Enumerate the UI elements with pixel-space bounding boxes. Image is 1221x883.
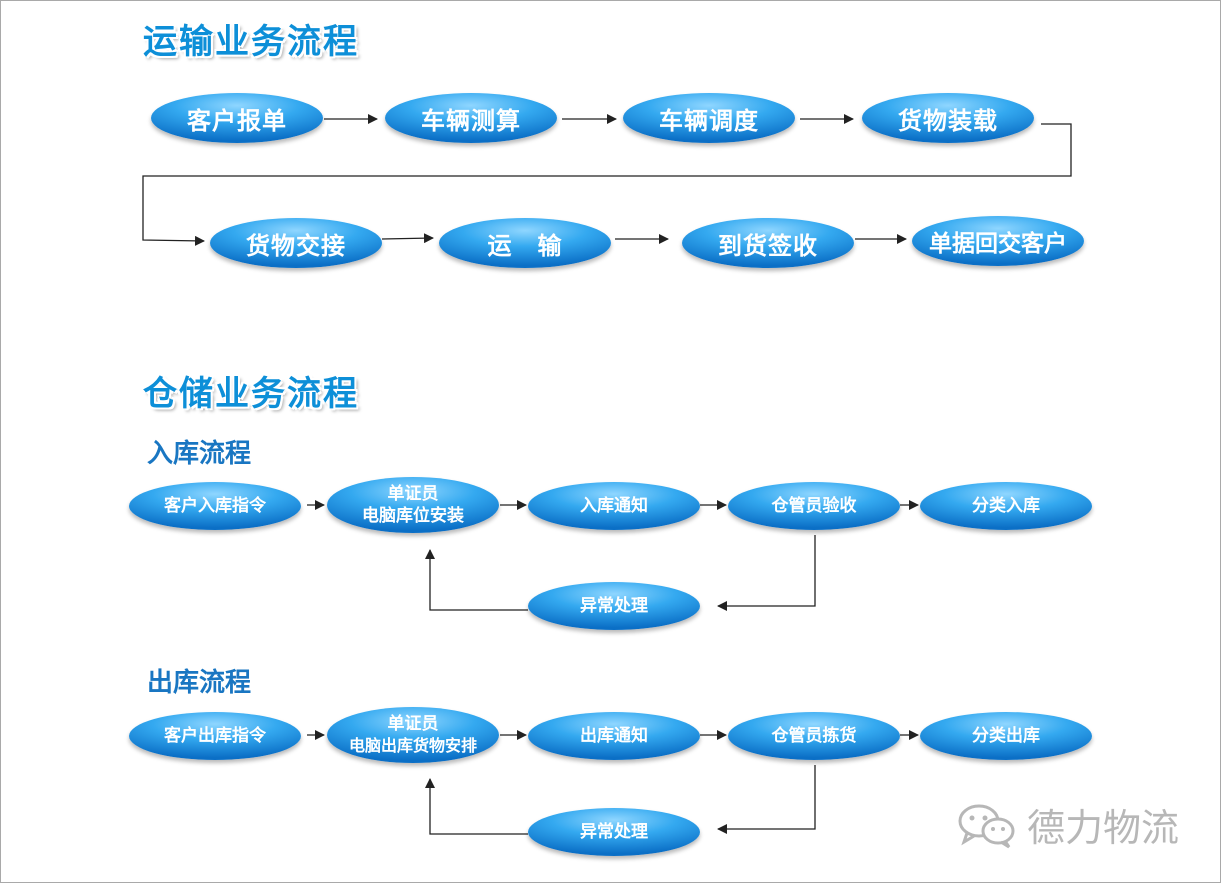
node-outbound-instruction: 客户出库指令 bbox=[129, 712, 301, 760]
arrow-exception-out2 bbox=[425, 778, 528, 835]
node-customer-order: 客户报单 bbox=[151, 93, 323, 143]
arrow-t4-t5 bbox=[142, 123, 1072, 246]
arrow-in4-exception bbox=[717, 535, 816, 611]
inbound-title: 入库流程 bbox=[147, 439, 252, 469]
node-inbound-instruction: 客户入库指令 bbox=[129, 482, 301, 530]
node-outbound-notice: 出库通知 bbox=[528, 712, 700, 760]
node-outbound-picking: 仓管员拣货 bbox=[728, 712, 900, 760]
node-inbound-exception: 异常处理 bbox=[528, 582, 700, 630]
node-outbound-clerk: 单证员 电脑出库货物安排 bbox=[327, 707, 499, 763]
clerk-task: 电脑库位安装 bbox=[362, 506, 464, 526]
watermark: 德力物流 bbox=[955, 797, 1179, 852]
node-transport: 运 输 bbox=[439, 218, 611, 268]
outbound-title: 出库流程 bbox=[147, 668, 252, 698]
node-receipt-return: 单据回交客户 bbox=[912, 216, 1084, 266]
clerk-label: 单证员 bbox=[387, 714, 439, 734]
node-inbound-clerk: 单证员 电脑库位安装 bbox=[327, 477, 499, 533]
arrow-t5-t6 bbox=[381, 233, 434, 244]
node-outbound-sorting: 分类出库 bbox=[920, 712, 1092, 760]
transport-title: 运输业务流程 bbox=[143, 22, 359, 62]
clerk-label: 单证员 bbox=[387, 484, 439, 504]
clerk-task: 电脑出库货物安排 bbox=[348, 736, 477, 755]
arrow-exception-in2 bbox=[425, 549, 528, 611]
node-vehicle-dispatch: 车辆调度 bbox=[623, 93, 795, 143]
node-inbound-sorting: 分类入库 bbox=[920, 482, 1092, 530]
node-inbound-notice: 入库通知 bbox=[528, 482, 700, 530]
arrow-out4-exception bbox=[717, 765, 816, 834]
warehouse-title: 仓储业务流程 bbox=[143, 374, 359, 414]
wechat-icon bbox=[958, 804, 1015, 848]
watermark-text: 德力物流 bbox=[1027, 806, 1180, 850]
node-delivery-sign: 到货签收 bbox=[682, 218, 854, 268]
node-cargo-loading: 货物装载 bbox=[862, 93, 1034, 143]
node-inbound-inspection: 仓管员验收 bbox=[728, 482, 900, 530]
node-vehicle-estimate: 车辆测算 bbox=[385, 93, 557, 143]
node-cargo-handover: 货物交接 bbox=[210, 218, 382, 268]
node-outbound-exception: 异常处理 bbox=[528, 808, 700, 856]
